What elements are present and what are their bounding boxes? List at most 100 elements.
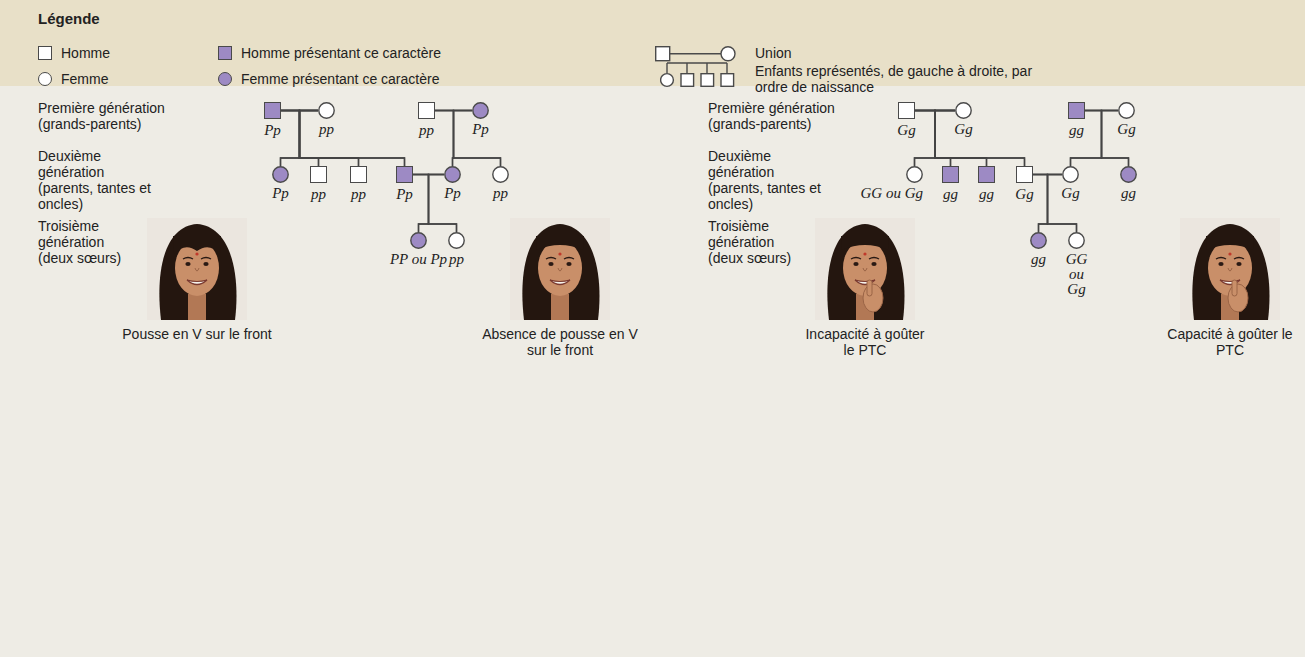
affected-female: Pp — [472, 102, 489, 119]
circle-shape — [493, 167, 508, 182]
affected-male: gg — [942, 166, 959, 183]
genotype-label: gg — [979, 187, 994, 202]
male-symbol: Gg — [1016, 166, 1033, 183]
female-symbol: GG ou Gg — [1068, 232, 1085, 249]
female-symbol: Gg — [1062, 166, 1079, 183]
face-photo — [1180, 218, 1280, 320]
male-symbol: pp — [418, 102, 435, 119]
generation-label: Première génération (grands-parents) — [38, 100, 178, 132]
affected-female: gg — [1120, 166, 1137, 183]
photo-caption: Absence de pousse en V sur le front — [480, 326, 640, 358]
circle-outline — [444, 166, 461, 183]
circle-shape — [1121, 167, 1136, 182]
circle-shape — [273, 167, 288, 182]
photo-v-hairline — [147, 218, 247, 320]
female-symbol: Gg — [955, 102, 972, 119]
sample-shape — [721, 74, 734, 87]
descent-line — [1102, 111, 1129, 167]
circle-shape — [1031, 233, 1046, 248]
genotype-label: pp — [449, 252, 464, 267]
circle-outline — [1068, 232, 1085, 249]
female-symbol: Gg — [1118, 102, 1135, 119]
affected-male: gg — [1068, 102, 1085, 119]
circle-outline — [955, 102, 972, 119]
genotype-label: pp — [351, 187, 366, 202]
descent-line — [413, 175, 457, 233]
genotype-label: gg — [943, 187, 958, 202]
affected-female: gg — [1030, 232, 1047, 249]
genotype-label: gg — [1031, 252, 1046, 267]
circle-shape — [445, 167, 460, 182]
photo-no-v-hairline — [510, 218, 610, 320]
hand — [863, 280, 883, 312]
genotype-label: Gg — [897, 123, 915, 138]
photo-caption: Incapacité à goûter le PTC — [800, 326, 930, 358]
genotype-label: gg — [1121, 186, 1136, 201]
genotype-label: Pp — [472, 122, 489, 137]
generation-label: Deuxième génération (parents, tantes et … — [708, 148, 833, 212]
male-symbol: Gg — [898, 102, 915, 119]
genotype-label: pp — [319, 122, 334, 137]
circle-outline — [472, 102, 489, 119]
descent-line — [915, 111, 1025, 167]
circle-shape — [449, 233, 464, 248]
children-sample — [660, 61, 740, 91]
circle-outline — [410, 232, 427, 249]
straight-hairline — [841, 236, 889, 250]
circle-outline — [318, 102, 335, 119]
circle-shape — [1063, 167, 1078, 182]
legend-text: Homme présentant ce caractère — [241, 45, 441, 61]
legend-text: Enfants représentés, de gauche à droite,… — [755, 63, 1045, 95]
sample-shape — [670, 53, 721, 54]
circle-shape — [1069, 233, 1084, 248]
sample-shape — [721, 47, 735, 61]
legend-sample — [38, 46, 52, 60]
genotype-label: GG ou Gg — [861, 186, 924, 201]
genotype-label: pp — [493, 186, 508, 201]
legend-text: Femme — [61, 71, 108, 87]
genotype-label: Pp — [444, 186, 461, 201]
hand — [1228, 280, 1248, 312]
sample-shape — [656, 47, 670, 61]
genotype-label: pp — [311, 187, 326, 202]
circle-outline — [1062, 166, 1079, 183]
photo-caption: Capacité à goûter le PTC — [1165, 326, 1295, 358]
sample-shape — [667, 63, 727, 73]
genotype-label: pp — [419, 123, 434, 138]
generation-label: Troisième génération (deux sœurs) — [38, 218, 138, 266]
genotype-label: Gg — [954, 122, 972, 137]
circle-outline — [1118, 102, 1135, 119]
genotype-label: Pp — [272, 186, 289, 201]
circle-shape — [473, 103, 488, 118]
genotype-label: gg — [1069, 123, 1084, 138]
descent-line — [429, 175, 457, 233]
descent-line — [281, 111, 405, 167]
circle-shape — [411, 233, 426, 248]
face-photo — [147, 218, 247, 320]
male-symbol: pp — [350, 166, 367, 183]
face-photo — [815, 218, 915, 320]
affected-female: Pp — [272, 166, 289, 183]
face-photo — [510, 218, 610, 320]
circle-shape — [907, 167, 922, 182]
descent-line — [1048, 175, 1077, 233]
genotype-label: Gg — [1015, 187, 1033, 202]
legend-text: Homme — [61, 45, 110, 61]
photo-non-taster — [815, 218, 915, 320]
circle-outline — [1030, 232, 1047, 249]
legend-swatch — [218, 72, 232, 86]
descent-line — [1033, 175, 1077, 233]
generation-label: Troisième génération (deux sœurs) — [708, 218, 808, 266]
sample-shape — [681, 74, 694, 87]
descent-line — [435, 111, 454, 167]
circle-outline — [492, 166, 509, 183]
affected-male: gg — [978, 166, 995, 183]
legend-sample — [38, 72, 52, 86]
genotype-label: PP ou Pp — [390, 252, 447, 267]
genotype-label: Gg — [1061, 186, 1079, 201]
union-sample — [655, 45, 745, 63]
affected-male: Pp — [396, 166, 413, 183]
descent-line — [300, 111, 405, 167]
male-symbol: pp — [310, 166, 327, 183]
circle-outline — [448, 232, 465, 249]
